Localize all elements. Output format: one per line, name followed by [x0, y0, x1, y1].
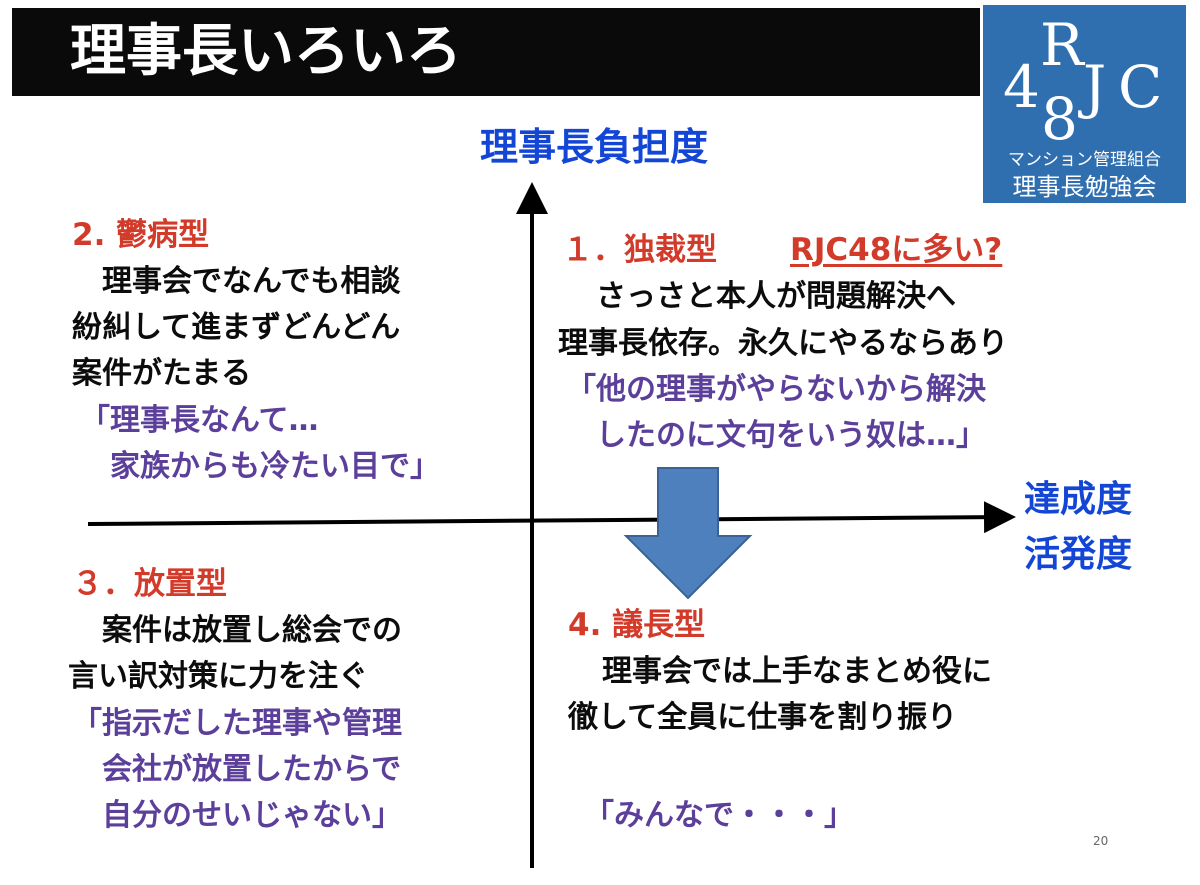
quadrant-3-body-line: 案件は放置し総会での — [72, 613, 402, 648]
quadrant-1-heading: １．独裁型 — [562, 232, 717, 268]
quadrant-4-quote-line: 「みんなで・・・」 — [584, 798, 854, 833]
page-number: 20 — [1093, 834, 1109, 848]
down-arrow — [623, 467, 753, 600]
quadrant-3-quote-line: 「指示だした理事や管理 — [72, 706, 402, 741]
logo-mark: R 4 8 J C — [1003, 11, 1162, 145]
page-title: 理事長いろいろ — [70, 19, 462, 84]
horizontal-axis-label-achievement: 達成度 — [1024, 479, 1133, 520]
logo-letter-4: 4 — [1003, 53, 1040, 121]
quadrant-2-body-line: 紛糾して進まずどんどん — [72, 310, 401, 345]
quadrant-2-heading: 2. 鬱病型 — [72, 217, 210, 253]
quadrant-2-body-line: 理事会でなんでも相談 — [72, 264, 401, 299]
quadrant-2-body-line: 案件がたまる — [72, 356, 252, 391]
quadrant-2-quote-line: 家族からも冷たい目で」 — [80, 449, 440, 484]
quadrant-1-quote-line: したのに文句をいう奴は…」 — [566, 418, 986, 453]
horizontal-axis-label-activity: 活発度 — [1024, 534, 1133, 575]
quadrant-1-quote-line: 「他の理事がやらないから解決 — [566, 372, 986, 407]
quadrant-2-quote-line: 「理事長なんて… — [80, 403, 319, 438]
quadrant-1-note: RJC48に多い? — [790, 232, 1003, 268]
quadrant-3-heading: ３．放置型 — [72, 566, 227, 602]
logo-letter-8: 8 — [1041, 85, 1078, 145]
horizontal-axis — [87, 501, 1016, 534]
quadrant-3-quote-line: 会社が放置したからで — [72, 752, 402, 787]
logo-letter-r: R — [1040, 11, 1086, 79]
rjc48-logo: R 4 8 J C マンション管理組合 理事長勉強会 — [983, 5, 1186, 203]
logo-subtitle: マンション管理組合 — [1008, 150, 1161, 170]
logo-letter-c: C — [1118, 53, 1162, 121]
title-bar: 理事長いろいろ — [12, 8, 980, 96]
quadrant-4-body-line: 徹して全員に仕事を割り振り — [568, 700, 958, 735]
quadrant-3-body-line: 言い訳対策に力を注ぐ — [68, 659, 368, 694]
quadrant-4-body-line: 理事会では上手なまとめ役に — [572, 654, 992, 689]
logo-caption: 理事長勉強会 — [1012, 173, 1157, 201]
quadrant-1-body-line: 理事長依存。永久にやるならあり — [558, 326, 1008, 361]
quadrant-1-body-line: さっさと本人が問題解決へ — [596, 279, 956, 314]
quadrant-3-quote-line: 自分のせいじゃない」 — [72, 798, 402, 833]
logo-letter-j: J — [1078, 53, 1106, 121]
vertical-axis-label: 理事長負担度 — [480, 125, 709, 169]
quadrant-4-heading: 4. 議長型 — [568, 607, 706, 643]
